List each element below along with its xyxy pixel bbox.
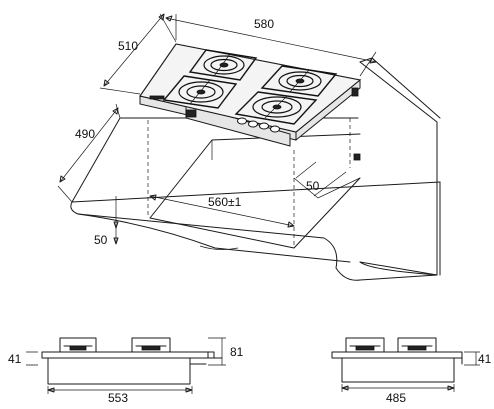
- knob-1: [237, 117, 247, 125]
- countertop-front-edge: [70, 201, 438, 281]
- knob-2: [248, 120, 258, 128]
- dim-counter-depth: 490: [57, 103, 121, 203]
- label-edge-clearance: 50: [306, 179, 320, 193]
- control-knobs: [237, 117, 280, 133]
- countertop-back-panel: [359, 61, 438, 276]
- burner-back-right: [278, 71, 322, 91]
- label-counter-depth: 490: [75, 127, 95, 141]
- cutout: [147, 118, 361, 249]
- label-cutout-width: 560±1: [208, 195, 242, 209]
- label-hob-depth: 510: [118, 39, 138, 53]
- dim-front-offset: 50: [94, 196, 119, 247]
- logo-badge: [149, 95, 165, 100]
- label-side-height: 41: [478, 352, 492, 366]
- dim-cutout-width: 560±1: [149, 194, 295, 228]
- burner-front-right: [252, 96, 302, 118]
- burner-back-left: [203, 55, 245, 75]
- label-front-total-height: 81: [230, 345, 244, 359]
- burner-front-left: [178, 81, 224, 103]
- side-elevation: 41 485: [331, 337, 492, 405]
- label-side-width: 485: [386, 391, 406, 405]
- label-front-offset: 50: [94, 233, 108, 247]
- dim-edge-clearance: 50: [295, 161, 347, 197]
- front-elevation: 41 81 553: [8, 337, 244, 405]
- gas-connector: [185, 109, 197, 118]
- label-front-width: 553: [108, 391, 128, 405]
- knob-4: [270, 125, 280, 133]
- knob-3: [259, 122, 269, 130]
- label-hob-width: 580: [254, 17, 274, 31]
- dim-hob-depth: 510: [99, 13, 177, 95]
- gas-hob: [139, 43, 362, 161]
- label-front-height: 41: [8, 352, 22, 366]
- dim-hob-width: 580: [165, 14, 377, 77]
